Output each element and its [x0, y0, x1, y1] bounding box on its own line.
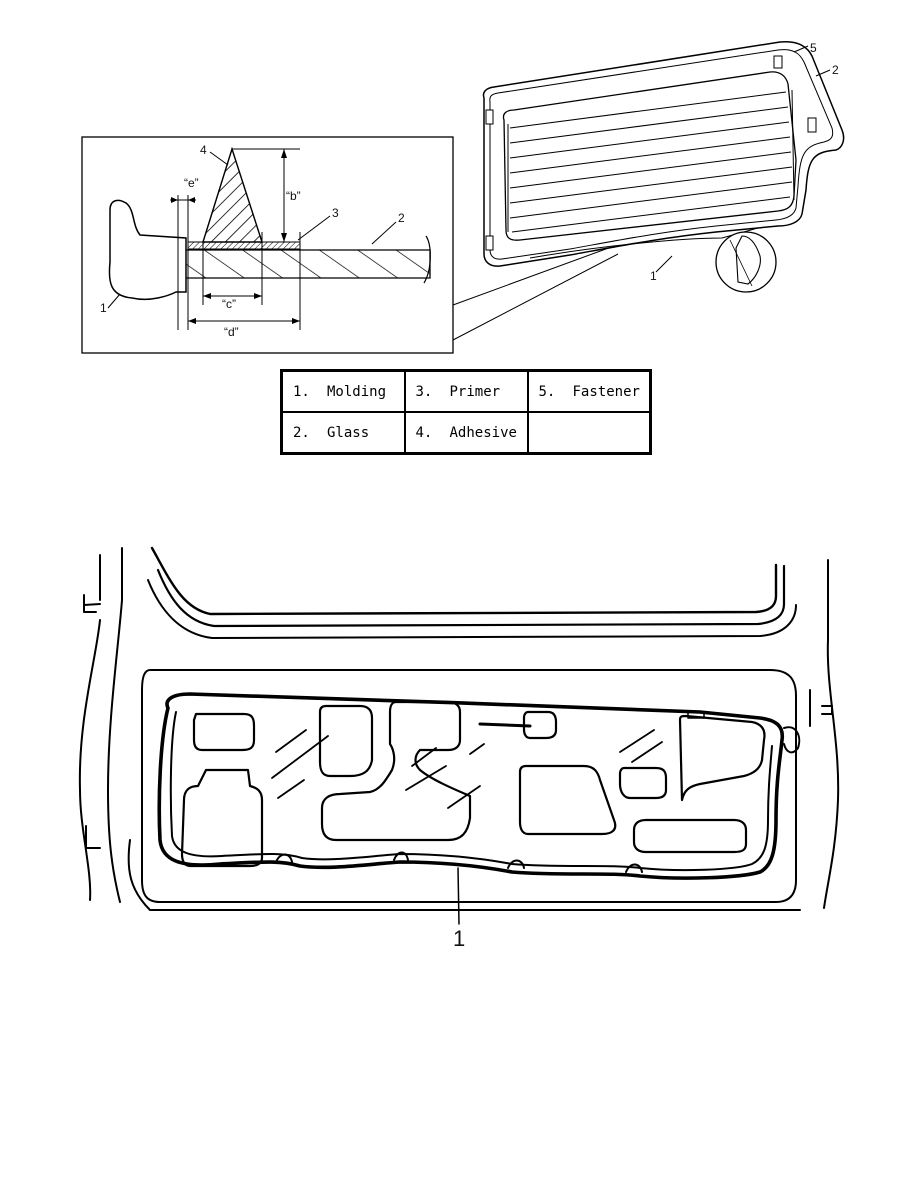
detail-label-glass: 2 [398, 211, 405, 225]
molding-section [108, 199, 187, 301]
legend-row: 1.Molding 3.Primer 5.Fastener [280, 369, 652, 413]
dimension-b-label: “b” [286, 189, 301, 203]
dimension-e-label: “e” [184, 176, 199, 190]
cross-section-detail: 4 3 2 1 “b” “c” “d” “e” [81, 136, 454, 354]
back-door-panel-illustration [78, 546, 840, 925]
defroster-lines [507, 89, 795, 233]
legend-cell: 4.Adhesive [403, 411, 529, 455]
legend-cell: 2.Glass [280, 411, 406, 455]
callout-connector [452, 245, 619, 341]
detail-label-adhesive: 4 [200, 143, 207, 157]
wire-harness [157, 692, 785, 880]
window-label-molding: 1 [650, 269, 657, 283]
legend-cell: 5.Fastener [526, 369, 652, 413]
legend-cell: 3.Primer [403, 369, 529, 413]
dimension-c-label: “c” [222, 297, 236, 311]
parts-legend-table: 1.Molding 3.Primer 5.Fastener 2.Glass 4.… [280, 369, 652, 455]
legend-cell: 1.Molding [280, 369, 406, 413]
dimension-d-label: “d” [224, 325, 239, 339]
window-label-glass: 2 [832, 63, 839, 77]
window-label-fastener: 5 [810, 41, 817, 55]
primer-layer [187, 241, 301, 250]
detail-label-primer: 3 [332, 206, 339, 220]
adhesive-bead [202, 146, 263, 243]
fastener-marker [773, 55, 783, 69]
detail-label-molding: 1 [100, 301, 107, 315]
legend-row: 2.Glass 4.Adhesive [280, 411, 652, 455]
door-label-wire-harness: 1 [453, 926, 465, 951]
back-window-illustration: 5 2 1 [482, 40, 845, 293]
window-glass-area [502, 71, 797, 241]
legend-cell [526, 411, 652, 455]
